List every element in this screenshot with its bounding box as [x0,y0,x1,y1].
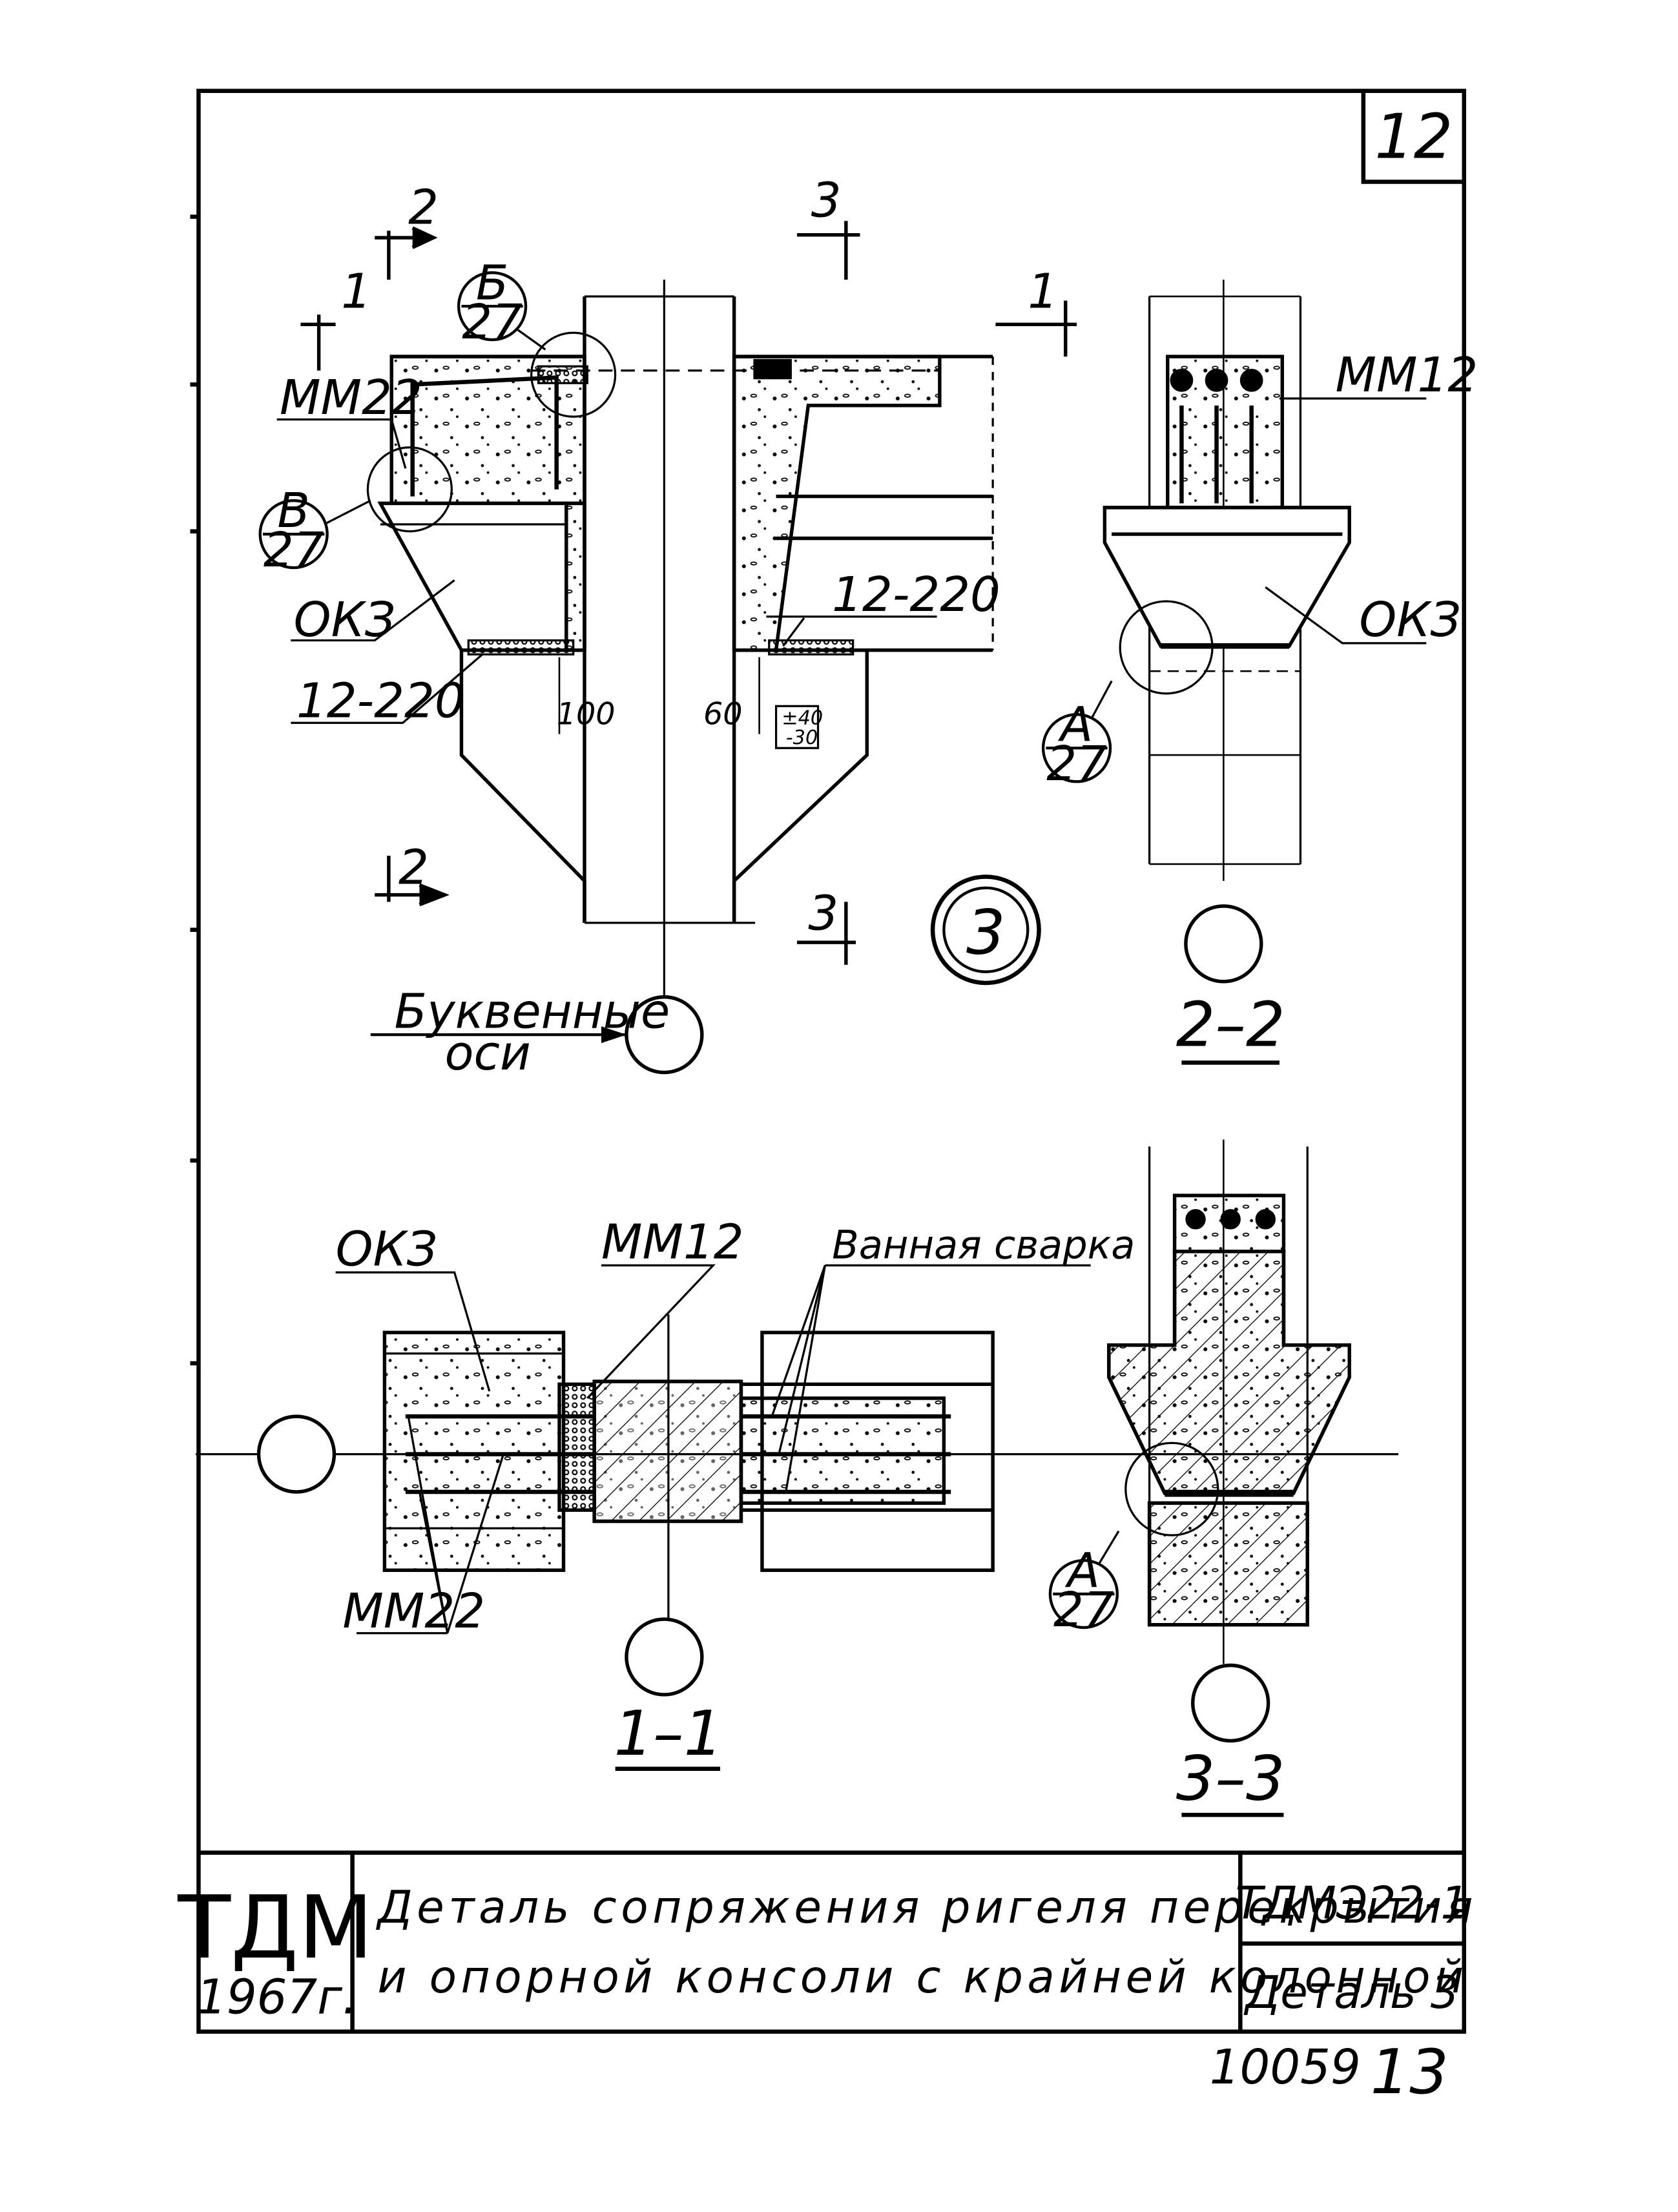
label-weld-right: 12-220 [832,568,1000,623]
callout-b-27: Б 27 [457,256,528,350]
section-3-3-view [1097,1139,1351,1743]
callout-a-sheet-3-3: 27 [1053,1583,1114,1638]
label-okz-elevation: ОКЗ [294,593,395,648]
section-marks [300,221,1077,965]
year: 1967г. [196,1970,357,2025]
elevation-view [276,279,994,1000]
label-mm22-section-1-1: ММ22 [342,1584,485,1639]
bottom-number-right: 13 [1371,2037,1449,2108]
label-weld-left: 12-220 [296,674,465,729]
label-weld-section-1-1: Ванная сварка [832,1223,1135,1268]
page-number: 12 [1374,102,1453,173]
section-1-1-view [196,1264,1398,1697]
label-okz-section-1-1: ОКЗ [336,1222,437,1277]
axis-label-line1: Буквенные [395,984,670,1039]
binding-marks [190,214,198,1366]
section-mark-3-top: 3 [811,174,842,229]
callout-v-27: В 27 [258,484,329,578]
dim-60: 60 [703,696,743,732]
section-mark-3-bottom: 3 [808,887,838,942]
document-code: ТДМЭ22-1 [1236,1877,1469,1929]
label-mm12-section-2-2: ММ12 [1336,348,1478,403]
label-mm12-section-1-1: ММ12 [601,1215,744,1270]
callout-b-letter: Б [476,256,509,311]
callout-a-letter-3-3: А [1065,1544,1100,1598]
section-2-2-view [1090,279,1427,984]
detail-label: Деталь 3 [1243,1967,1459,2019]
bottom-number-left: 10059 [1210,2040,1361,2095]
callout-a-27-section-3-3: А 27 [1048,1544,1119,1638]
drawing-title-line2: и опорной консоли с крайней колонной [378,1952,1468,2003]
page-number-box: 12 [1361,90,1464,184]
callout-a-27-section-2-2: А 27 [1041,698,1112,792]
section-mark-1-right: 1 [1028,264,1058,319]
drawing-title-line1: Деталь сопряжения ригеля перекрытия [376,1882,1477,1934]
detail-number-badge: 3 [930,874,1041,986]
caption-3-3: 3–3 [1176,1743,1285,1814]
caption-2-2: 2–2 [1176,989,1285,1060]
callout-b-sheet: 27 [462,295,523,350]
section-mark-2-bottom: 2 [399,840,429,895]
dim-100: 100 [557,696,616,732]
section-mark-2-top: 2 [408,180,439,235]
callout-v-letter: В [277,484,309,539]
detail-number: 3 [966,898,1006,969]
title-block [198,1850,1464,2032]
callout-a-sheet: 27 [1046,737,1107,792]
label-mm22-elevation: ММ22 [280,371,422,426]
callout-a-letter: А [1058,698,1093,752]
axis-bubble-elevation [370,995,704,1075]
label-okz-section-2-2: ОКЗ [1359,593,1460,648]
dim-pm-bottom: -30 [786,727,818,749]
axis-label-line2: оси [444,1026,530,1081]
section-mark-1-left: 1 [341,264,371,319]
callout-v-sheet: 27 [264,523,324,578]
sheet-frame [196,88,1466,2034]
caption-1-1: 1–1 [614,1699,723,1770]
dim-pm: ±40 [782,707,823,729]
org-name: ТДМ [177,1877,373,1978]
